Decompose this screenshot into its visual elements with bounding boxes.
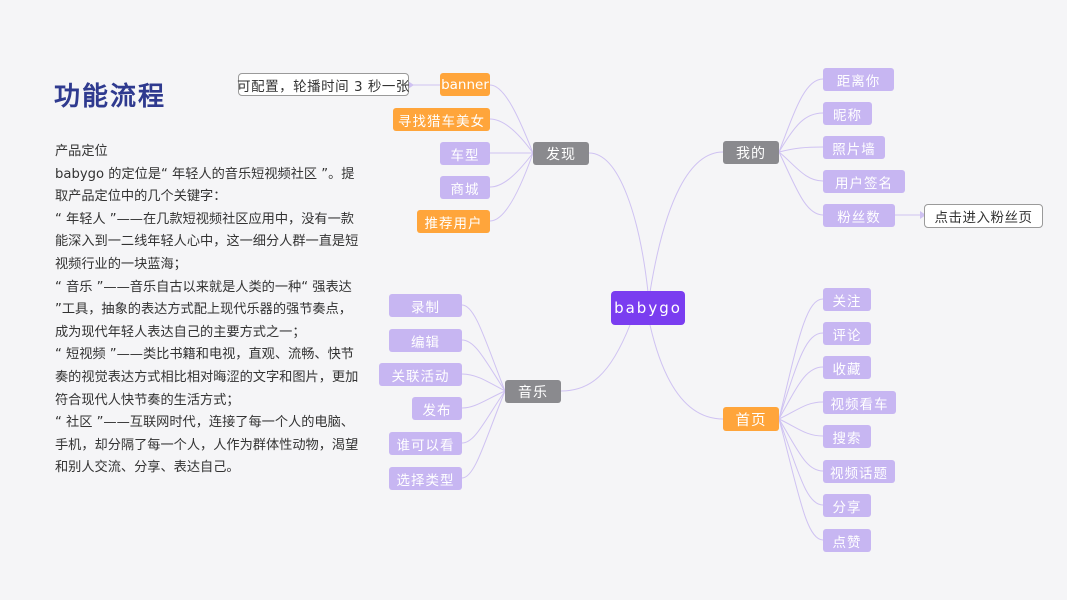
music-item-publish[interactable]: 发布 xyxy=(412,397,462,420)
home-item-comment[interactable]: 评论 xyxy=(823,322,871,345)
branch-music[interactable]: 音乐 xyxy=(505,380,561,403)
edge-mine-nickname xyxy=(778,112,824,153)
home-item-follow[interactable]: 关注 xyxy=(823,288,871,311)
edge-discover-mall xyxy=(489,152,534,188)
banner-config-note: 可配置，轮播时间 3 秒一张 xyxy=(237,73,409,96)
discover-item-banner[interactable]: banner xyxy=(440,73,490,96)
edge-home-collect xyxy=(778,366,824,420)
branch-discover[interactable]: 发现 xyxy=(533,142,589,165)
edge-music-publish xyxy=(461,390,506,409)
edge-discover-recommend xyxy=(489,152,534,222)
description-paragraph: babygo 的定位是“ 年轻人的音乐短视频社区 ”。提取产品定位中的几个关键字… xyxy=(55,166,355,205)
discover-item-car-model[interactable]: 车型 xyxy=(440,142,490,165)
edge-home-search xyxy=(778,418,824,437)
description-heading: 产品定位 xyxy=(55,144,108,159)
edge-home-topic xyxy=(778,418,824,472)
description-paragraph: “ 音乐 ”——音乐自古以来就是人类的一种“ 强表达 ”工具，抽象的表达方式配上… xyxy=(55,279,352,340)
edge-music-visibility xyxy=(461,390,506,444)
home-item-collect[interactable]: 收藏 xyxy=(823,356,871,379)
edge-discover-banner xyxy=(489,84,534,154)
edge-music-activity xyxy=(461,373,506,392)
fans-page-note: 点击进入粉丝页 xyxy=(924,204,1043,228)
music-item-related-activity[interactable]: 关联活动 xyxy=(379,363,462,386)
home-item-search[interactable]: 搜索 xyxy=(823,425,871,448)
product-description: 产品定位 babygo 的定位是“ 年轻人的音乐短视频社区 ”。提取产品定位中的… xyxy=(55,141,360,480)
description-paragraph: “ 年轻人 ”——在几款短视频社区应用中，没有一款能深入到一二线年轻人心中，这一… xyxy=(55,211,359,272)
mine-item-fans-count[interactable]: 粉丝数 xyxy=(823,204,895,227)
fans-arrow xyxy=(920,211,926,219)
music-item-edit[interactable]: 编辑 xyxy=(389,329,462,352)
edge-music-edit xyxy=(461,339,506,392)
edge-home-comment xyxy=(778,332,824,420)
home-item-video-car[interactable]: 视频看车 xyxy=(823,391,896,414)
edge-home-video-car xyxy=(778,401,824,420)
discover-item-mall[interactable]: 商城 xyxy=(440,176,490,199)
description-paragraph: “ 短视频 ”——类比书籍和电视，直观、流畅、快节奏的视觉表达方式相比相对晦涩的… xyxy=(55,347,359,408)
edge-center-home xyxy=(649,324,724,420)
home-item-share[interactable]: 分享 xyxy=(823,494,871,517)
page-title: 功能流程 xyxy=(54,82,167,112)
discover-item-search-girls[interactable]: 寻找猎车美女 xyxy=(393,108,490,131)
discover-item-recommend-users[interactable]: 推荐用户 xyxy=(417,210,490,233)
mine-item-signature[interactable]: 用户签名 xyxy=(823,170,905,193)
edge-discover-search-girls xyxy=(489,118,534,154)
home-item-like[interactable]: 点赞 xyxy=(823,529,871,552)
description-paragraph: “ 社区 ”——互联网时代，连接了每一个人的电脑、手机，却分隔了每一个人，人作为… xyxy=(55,415,359,476)
edge-home-follow xyxy=(778,298,824,420)
edge-home-like xyxy=(778,418,824,541)
home-item-video-topic[interactable]: 视频话题 xyxy=(823,460,895,483)
edge-mine-signature xyxy=(778,151,824,182)
mine-item-photo-wall[interactable]: 照片墙 xyxy=(823,136,885,159)
edge-mine-distance xyxy=(778,78,824,153)
center-node-babygo[interactable]: babygo xyxy=(611,291,685,325)
branch-home[interactable]: 首页 xyxy=(723,407,779,431)
edge-music-type xyxy=(461,390,506,479)
edge-center-mine xyxy=(649,151,724,293)
edge-center-discover xyxy=(588,152,649,293)
music-item-record[interactable]: 录制 xyxy=(389,294,462,317)
edge-mine-photos xyxy=(778,146,824,153)
mine-item-distance[interactable]: 距离你 xyxy=(823,68,894,91)
branch-mine[interactable]: 我的 xyxy=(723,141,779,164)
edge-home-share xyxy=(778,418,824,506)
edge-music-record xyxy=(461,304,506,392)
edge-center-music xyxy=(560,324,631,392)
music-item-who-can-see[interactable]: 谁可以看 xyxy=(389,432,462,455)
music-item-select-type[interactable]: 选择类型 xyxy=(389,467,462,490)
mine-item-nickname[interactable]: 昵称 xyxy=(823,102,872,125)
edge-mine-fans xyxy=(778,151,824,216)
